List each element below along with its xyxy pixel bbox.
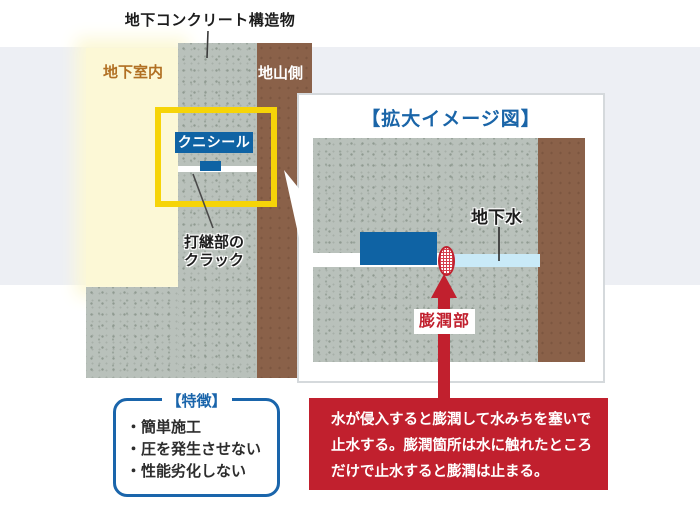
explanation-line: 止水する。膨潤箇所は水に触れたところ bbox=[331, 438, 592, 454]
feature-item: ・性能劣化しない bbox=[126, 463, 247, 480]
swelling-label: 膨潤部 bbox=[414, 309, 475, 334]
groundwater-strip bbox=[452, 254, 540, 267]
structure-label: 地下コンクリート構造物 bbox=[124, 12, 296, 29]
concrete-slab bbox=[86, 287, 178, 378]
basement-room-label: 地下室内 bbox=[103, 64, 164, 81]
kuniseal-strip bbox=[200, 161, 221, 171]
explanation-line: 水が侵入すると膨潤して水みちを塞いで bbox=[331, 412, 592, 428]
kuniseal-enlarged bbox=[360, 232, 437, 265]
highlight-box bbox=[155, 107, 277, 207]
feature-item: ・簡単施工 bbox=[126, 419, 202, 436]
crack-label-line1: 打継部の bbox=[183, 234, 244, 251]
features-list: ・簡単施工 ・圧を発生させない ・性能劣化しない bbox=[116, 401, 277, 483]
concrete-wall bbox=[178, 43, 257, 378]
zoom-panel: 【拡大イメージ図】 地下水 bbox=[297, 93, 605, 383]
ground-side-enlarged bbox=[538, 138, 585, 362]
product-label: クニシール bbox=[175, 132, 253, 153]
swelling-part bbox=[438, 246, 455, 276]
features-title: 【特徴】 bbox=[161, 390, 232, 411]
features-box: 【特徴】 ・簡単施工 ・圧を発生させない ・性能劣化しない bbox=[113, 390, 280, 497]
groundwater-label: 地下水 bbox=[471, 208, 522, 227]
explanation-box: 水が侵入すると膨潤して水みちを塞いで 止水する。膨潤箇所は水に触れたところ だけ… bbox=[309, 398, 608, 490]
zoom-panel-title: 【拡大イメージ図】 bbox=[361, 109, 541, 130]
ground-side-label: 地山側 bbox=[258, 65, 304, 82]
explanation-line: だけで止水すると膨潤は止まる。 bbox=[331, 464, 549, 480]
feature-item: ・圧を発生させない bbox=[126, 441, 262, 458]
basement-room-area bbox=[86, 48, 178, 286]
crack-label: 打継部の クラック bbox=[164, 234, 264, 270]
crack-label-line2: クラック bbox=[183, 252, 244, 269]
